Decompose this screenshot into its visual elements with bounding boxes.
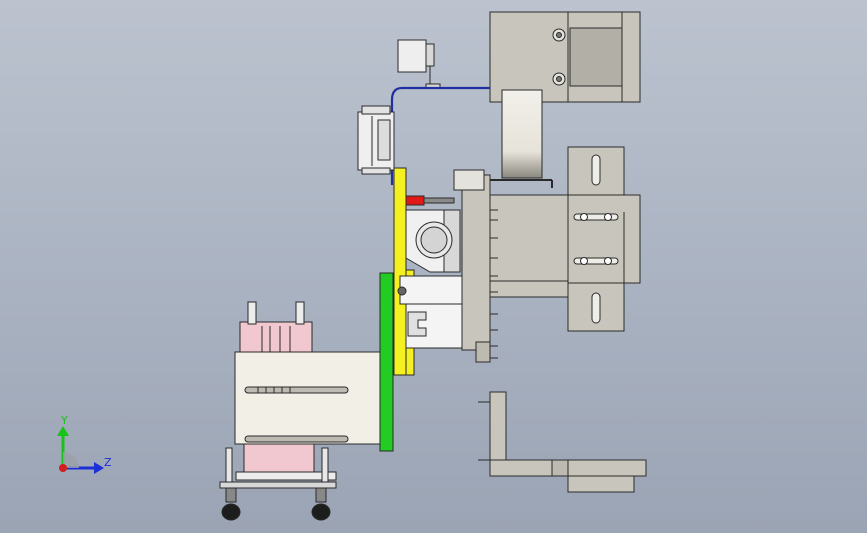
bottom-cylinder	[219, 443, 337, 489]
suction-cup-left	[221, 487, 241, 521]
yellow-plate	[393, 167, 407, 376]
green-plate	[379, 272, 394, 452]
suction-cup-right	[311, 487, 331, 521]
belt-roller	[501, 89, 543, 179]
clamp-block	[397, 275, 463, 349]
top-cylinder	[239, 301, 313, 353]
slide-block	[489, 146, 641, 332]
y-axis-label: Y	[60, 414, 68, 427]
z-axis-label: Z	[104, 456, 112, 469]
origin-marker	[59, 464, 67, 472]
bottom-bracket	[478, 391, 647, 493]
blue-cable	[390, 86, 490, 185]
axis-triad: Y Z	[57, 414, 112, 474]
camera-housing	[405, 209, 461, 273]
red-sensor	[405, 195, 455, 206]
top-small-motor	[397, 39, 441, 89]
pin-column	[453, 169, 498, 363]
top-right-bracket	[489, 11, 641, 103]
gripper-body	[234, 351, 381, 445]
side-motor	[357, 105, 395, 175]
